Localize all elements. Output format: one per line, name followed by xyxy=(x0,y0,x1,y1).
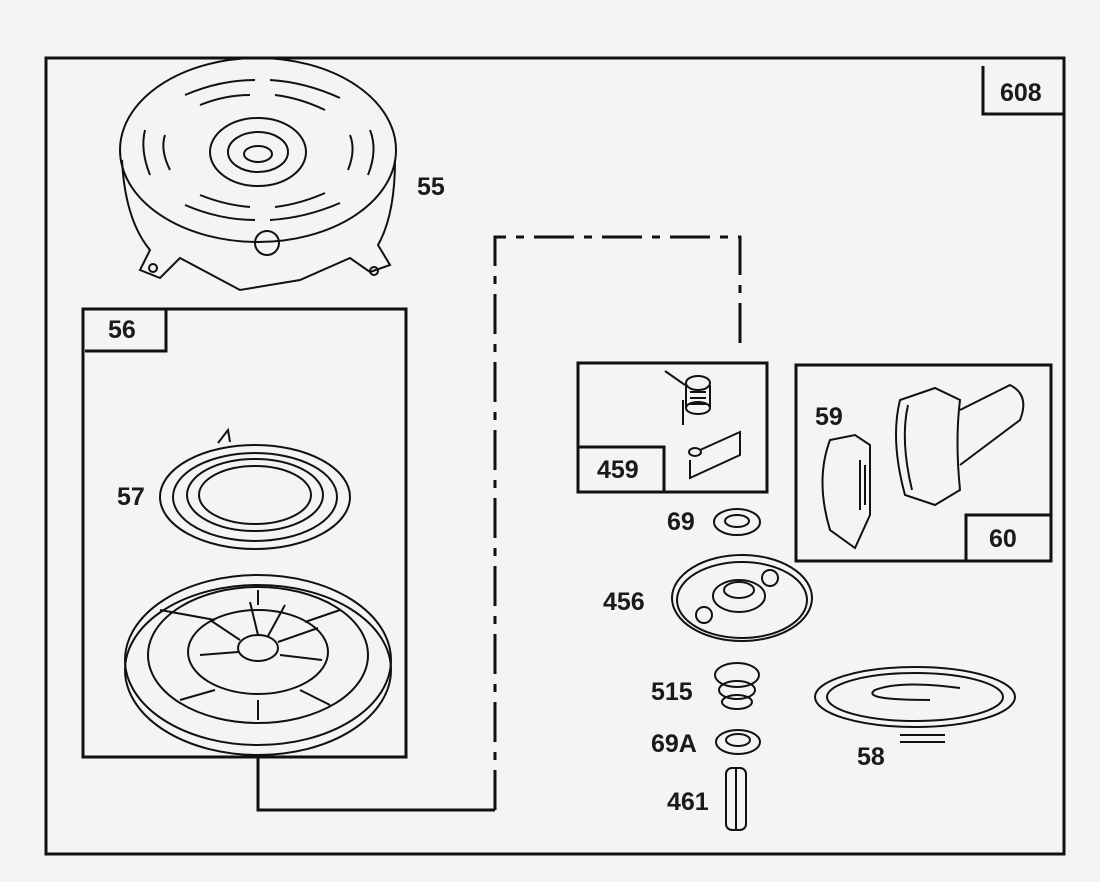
part-56-kit-box xyxy=(81,307,408,759)
dashed-connector-line xyxy=(493,235,742,810)
part-461-pin[interactable] xyxy=(725,767,747,831)
part-58-rope[interactable] xyxy=(814,666,1016,743)
assembly-frame xyxy=(44,56,1066,856)
part-456-plate[interactable] xyxy=(671,554,813,642)
part-459-pawl[interactable] xyxy=(688,430,741,480)
part-label-55: 55 xyxy=(417,173,445,201)
part-57-spring[interactable] xyxy=(159,427,351,550)
part-label-56: 56 xyxy=(108,316,136,344)
part-60-handle[interactable] xyxy=(895,383,1025,507)
part-60-kit-box xyxy=(794,363,1053,563)
assembly-label: 608 xyxy=(1000,79,1042,107)
assembly-label-box: 608 xyxy=(981,66,1064,116)
part-label-60: 60 xyxy=(989,525,1017,553)
part-55-housing[interactable] xyxy=(119,57,397,292)
part-label-459: 459 xyxy=(597,456,639,484)
part-label-57: 57 xyxy=(117,483,145,511)
part-515-spring[interactable] xyxy=(714,662,760,710)
connector-line xyxy=(256,757,495,812)
part-69a-washer[interactable] xyxy=(715,729,761,755)
part-56-pulley[interactable] xyxy=(124,574,392,756)
part-label-456: 456 xyxy=(603,588,645,616)
part-59-handle-insert[interactable] xyxy=(821,433,871,550)
part-459-kit-box xyxy=(576,361,769,494)
part-label-461: 461 xyxy=(667,788,709,816)
part-69-washer[interactable] xyxy=(713,508,761,536)
part-label-59: 59 xyxy=(815,403,843,431)
part-label-58: 58 xyxy=(857,743,885,771)
part-459-pawl-spring[interactable] xyxy=(664,370,711,425)
part-label-515: 515 xyxy=(651,678,693,706)
part-label-69: 69 xyxy=(667,508,695,536)
part-label-69a: 69A xyxy=(651,730,697,758)
